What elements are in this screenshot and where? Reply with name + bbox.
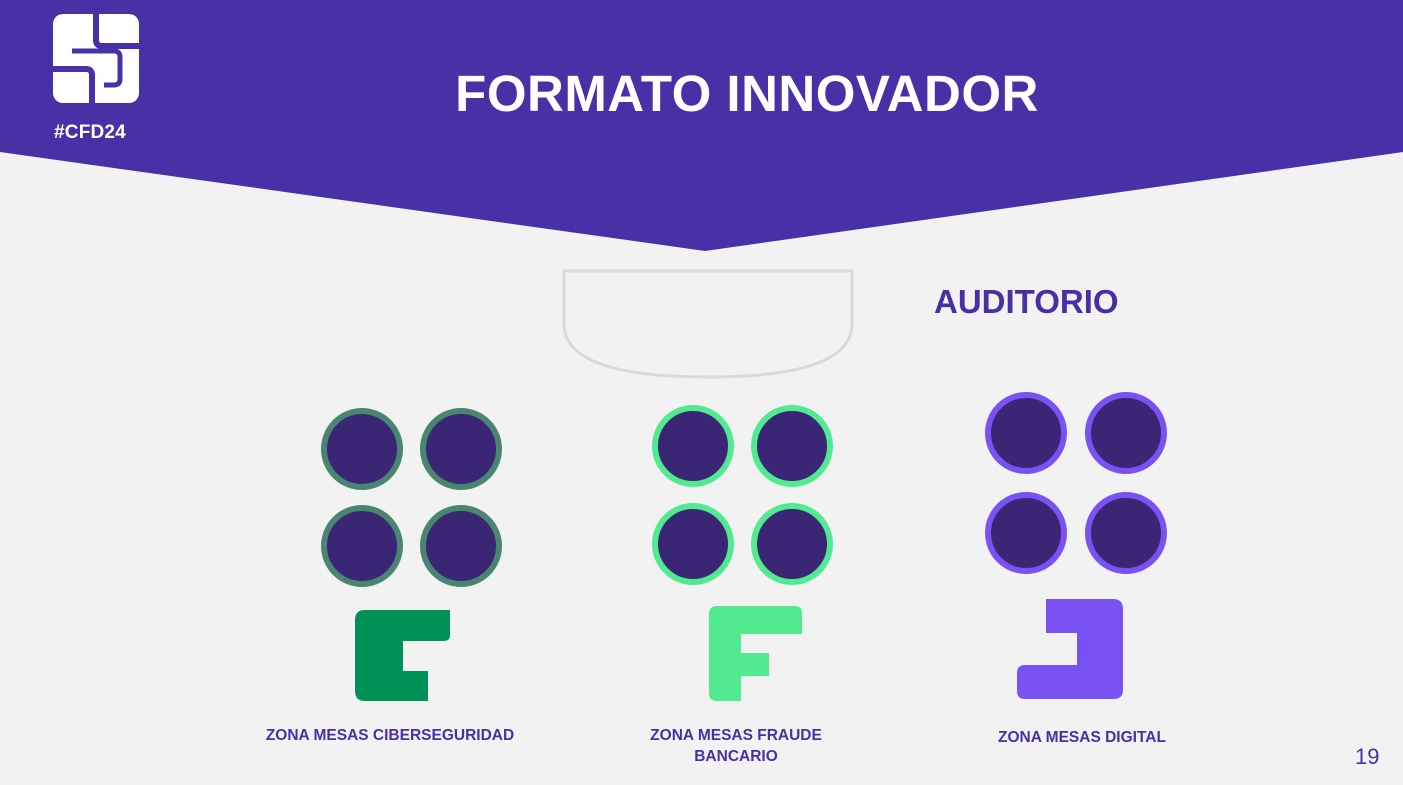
table-circle [652,503,734,585]
table-circle [321,408,403,490]
table-circle [321,505,403,587]
table-circle [652,405,734,487]
zone-label: ZONA MESAS CIBERSEGURIDAD [265,727,515,744]
table-circle [985,492,1067,574]
header-banner [0,0,1403,251]
table-circle [1085,392,1167,474]
table-circle [751,405,833,487]
table-circle [420,408,502,490]
zone-label: ZONA MESAS DIGITAL [998,729,1166,746]
stage-label: AUDITORIO [934,283,1119,320]
zone-f-icon [709,606,802,701]
zone-d-icon [1017,599,1123,699]
cfd-logo-icon [53,14,139,103]
page-title: FORMATO INNOVADOR [455,65,1039,122]
zone-c-icon [355,610,450,701]
zone-label: ZONA MESAS FRAUDE BANCARIO [650,727,822,765]
stage-shape [562,269,854,379]
table-circle [1085,492,1167,574]
page-number: 19 [1355,744,1380,769]
table-circle [985,392,1067,474]
table-circle [420,505,502,587]
hashtag: #CFD24 [54,122,126,143]
table-circle [751,503,833,585]
